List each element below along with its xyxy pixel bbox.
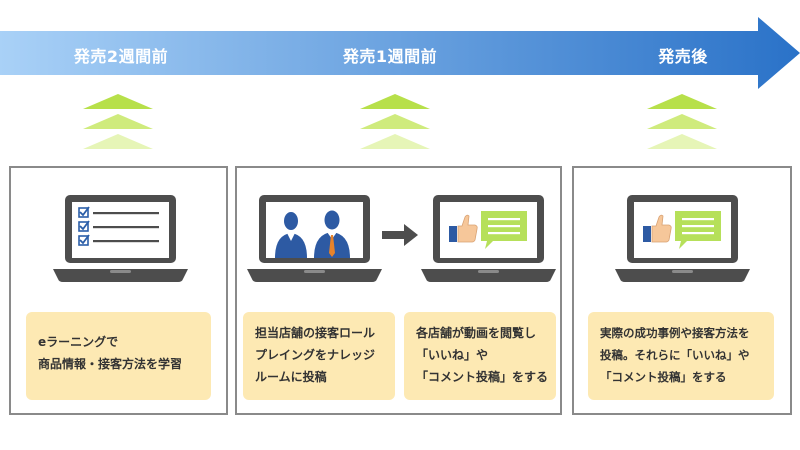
timeline-arrow	[0, 17, 800, 89]
note-line: 「コメント投稿」をする	[600, 370, 727, 384]
note-line: 担当店舗の接客ロール	[255, 326, 376, 340]
up-chevrons-icon	[647, 94, 717, 149]
note-view-and-react: 各店舗が動画を閲覧し 「いいね」や 「コメント投稿」をする	[404, 312, 556, 400]
note-line: プレイングをナレッジ	[255, 348, 376, 362]
laptop-icon	[247, 195, 382, 282]
thumbs-up-icon	[449, 214, 478, 243]
businessperson-icon	[314, 210, 350, 258]
stage-label-after-launch: 発売後	[658, 47, 708, 66]
checklist-icon	[78, 206, 159, 246]
panel-1week-before: 担当店舗の接客ロール プレイングをナレッジ ルームに投稿 各店舗が動画を閲覧し …	[235, 166, 562, 415]
note-success-cases: 実際の成功事例や接客方法を 投稿。それらに「いいね」や 「コメント投稿」をする	[588, 312, 774, 400]
note-line: 商品情報・接客方法を学習	[38, 357, 183, 371]
up-chevrons-icon	[360, 94, 430, 149]
note-line: 各店舗が動画を閲覧し	[416, 326, 537, 340]
note-line: 投稿。それらに「いいね」や	[600, 348, 750, 362]
note-line: eラーニングで	[38, 335, 119, 349]
businessperson-icon	[275, 212, 307, 258]
note-line: ルームに投稿	[255, 370, 327, 384]
note-elearning: eラーニングで 商品情報・接客方法を学習	[26, 312, 211, 400]
laptop-icon	[421, 195, 556, 282]
stage-label-1week-before: 発売1週間前	[342, 47, 438, 66]
note-line: 実際の成功事例や接客方法を	[600, 326, 750, 340]
stage-label-2weeks-before: 発売2週間前	[73, 47, 169, 66]
note-line: 「コメント投稿」をする	[416, 370, 549, 384]
comment-icon	[481, 211, 527, 249]
note-line: 「いいね」や	[416, 348, 489, 362]
panel-after-launch: 実際の成功事例や接客方法を 投稿。それらに「いいね」や 「コメント投稿」をする	[572, 166, 792, 415]
thumbs-up-icon	[643, 214, 672, 243]
note-roleplay-post: 担当店舗の接客ロール プレイングをナレッジ ルームに投稿	[243, 312, 395, 400]
laptop-icon	[53, 195, 188, 282]
panel-2weeks-before: eラーニングで 商品情報・接客方法を学習	[9, 166, 228, 415]
up-chevrons-icon	[83, 94, 153, 149]
right-arrow-icon	[382, 224, 418, 246]
laptop-icon	[615, 195, 750, 282]
comment-icon	[675, 211, 721, 249]
